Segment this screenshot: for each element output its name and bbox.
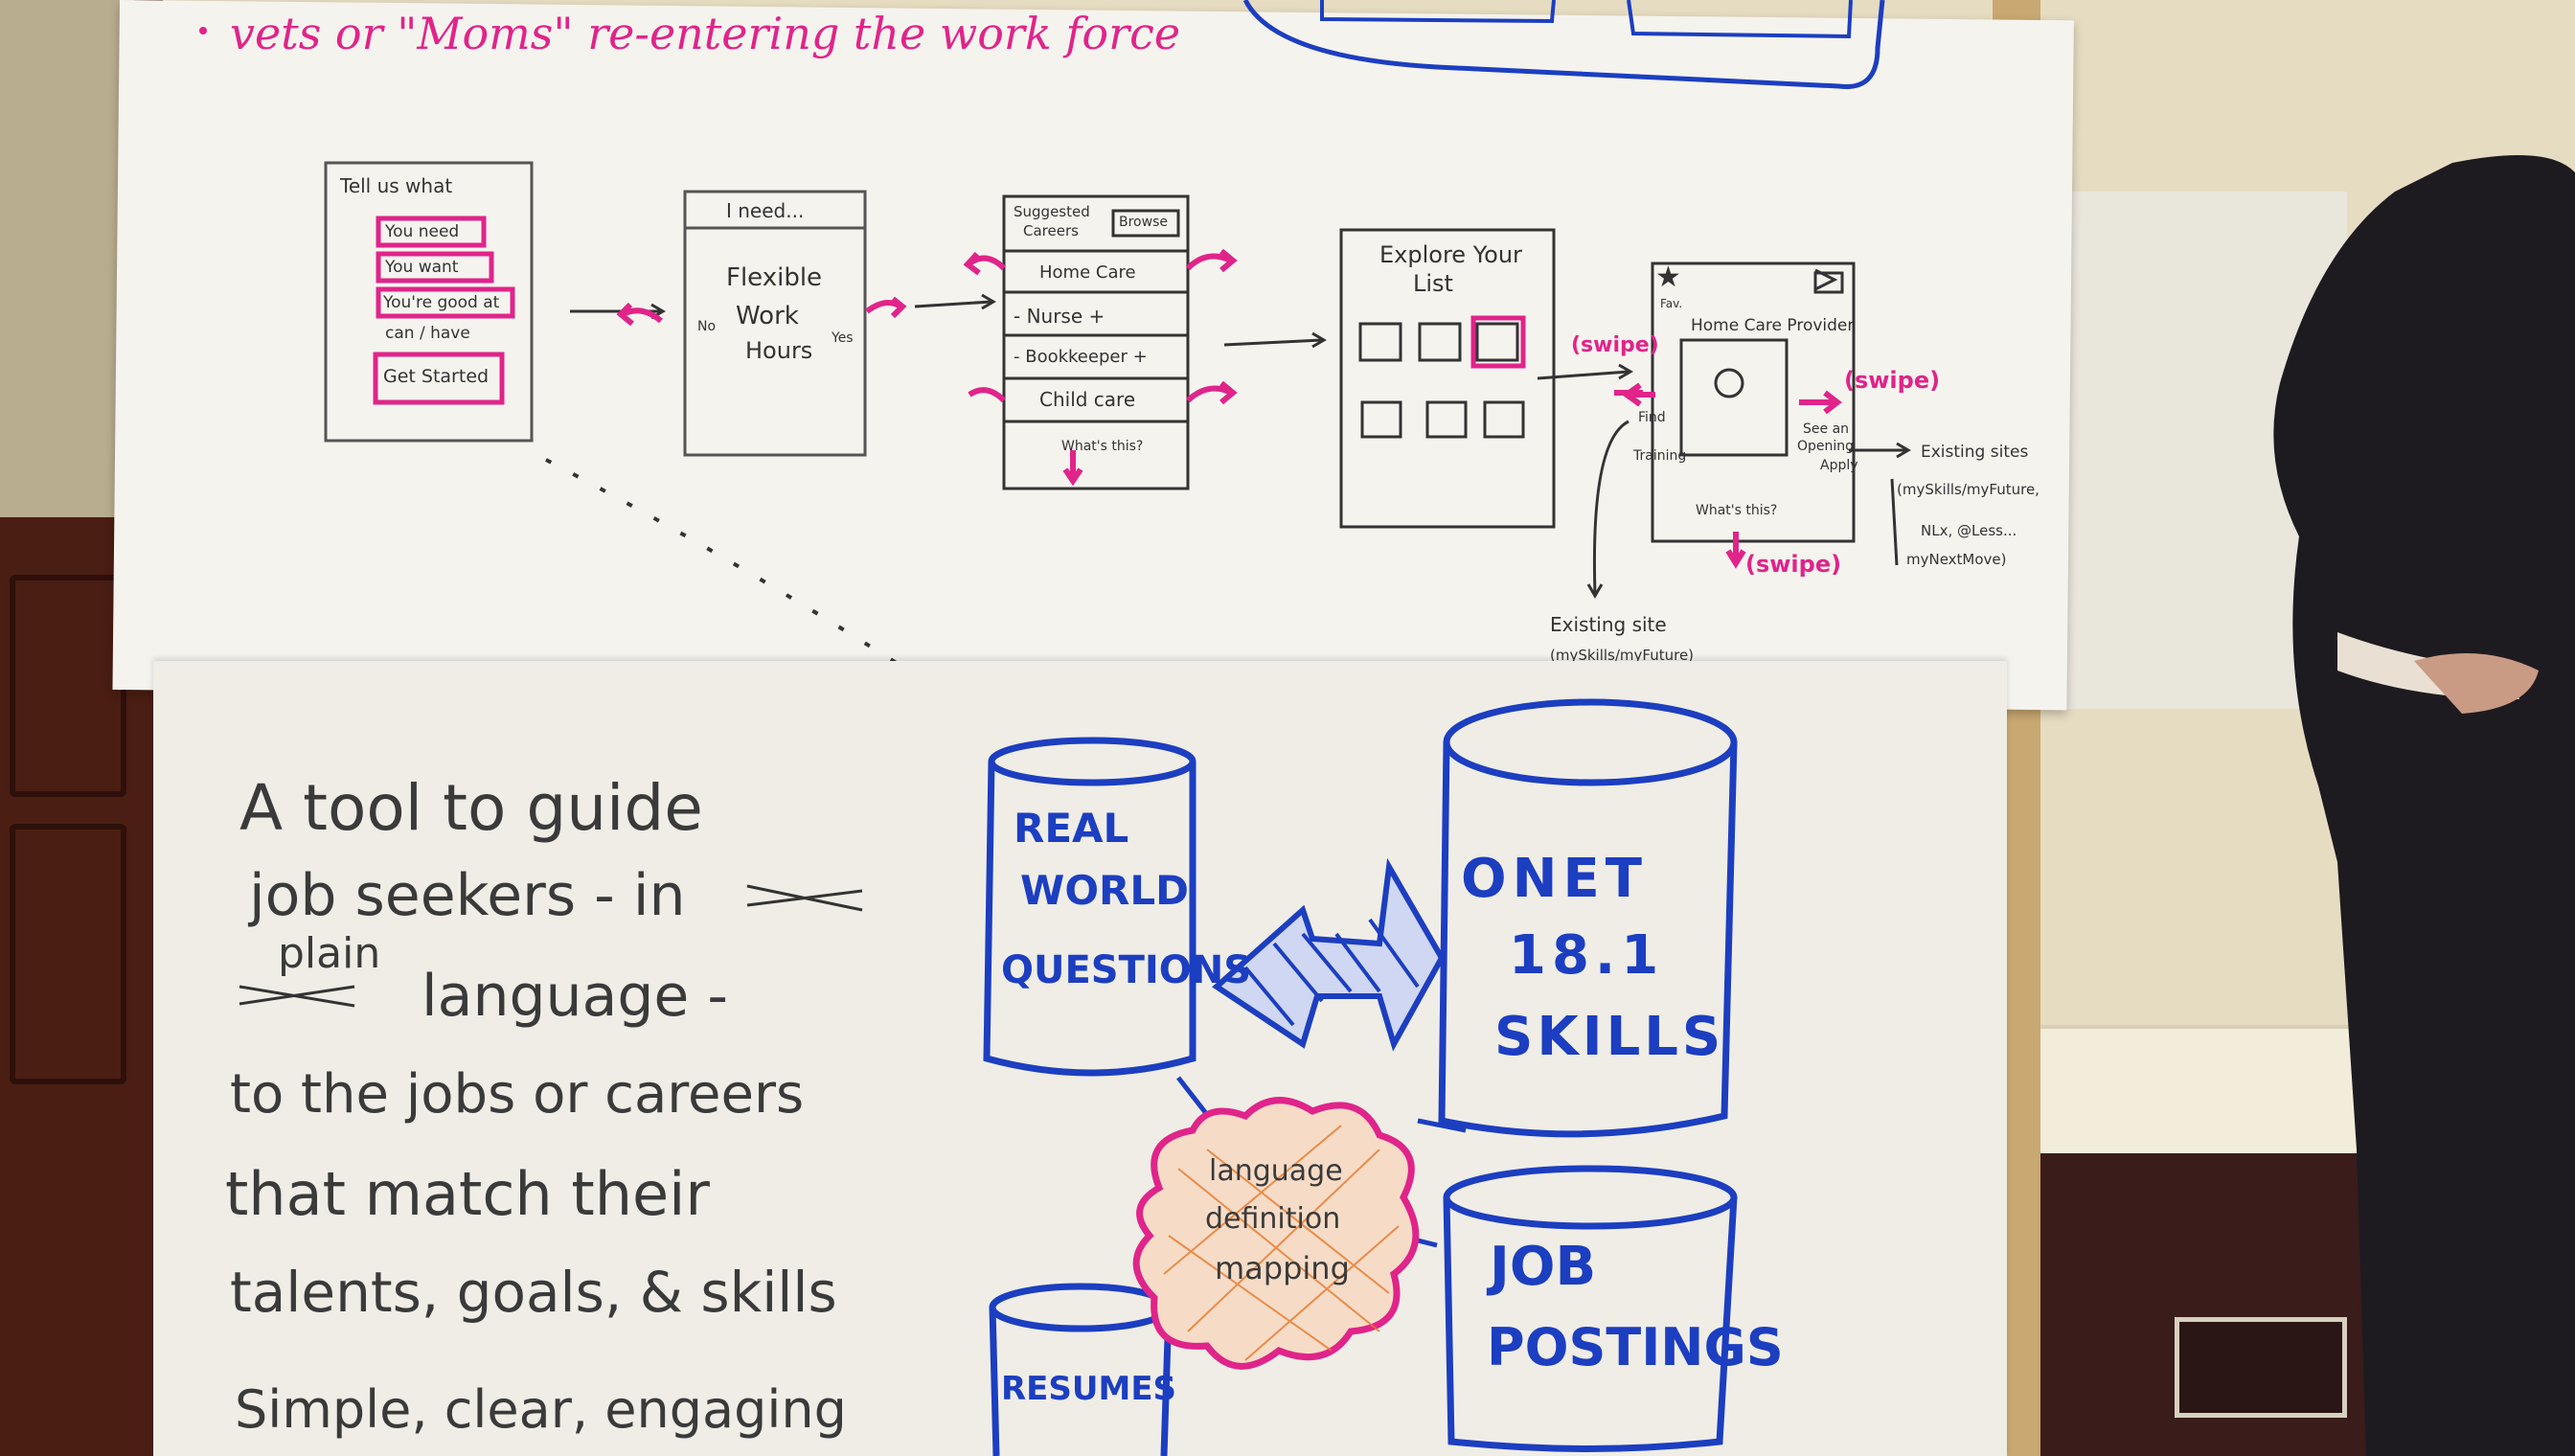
description-line-4: to the jobs or careers: [230, 1063, 805, 1126]
floor-vent: [2175, 1317, 2347, 1418]
description-line-2: job seekers - in: [249, 862, 686, 929]
screen5-title: Home Care Provider: [1691, 316, 1855, 335]
db-job-postings-1: JOB: [1490, 1236, 1597, 1298]
mapping-label-2: definition: [1205, 1202, 1341, 1236]
swipe-label-bottom: (swipe): [1745, 551, 1842, 578]
description-line-plain: plain: [278, 929, 381, 978]
description-line-3: language -: [422, 963, 729, 1030]
screen5-left-2: Training: [1633, 448, 1687, 464]
swipe-label-right: (swipe): [1844, 367, 1941, 394]
db-onet-1: ONET: [1461, 848, 1648, 910]
existing-site-note-1: Existing site: [1550, 613, 1667, 636]
door-inset-bottom: [10, 824, 126, 1084]
existing-sites-note-3: NLx, @Less...: [1921, 522, 2017, 539]
screen4-title-1: Explore Your: [1379, 241, 1522, 268]
screen2-body-2: Work: [736, 302, 799, 330]
screen3-row-home-care: Home Care: [1039, 262, 1136, 283]
db-job-postings-2: POSTINGS: [1487, 1317, 1784, 1377]
description-line-5: that match their: [225, 1159, 710, 1229]
screen5-fav-label: Fav.: [1660, 297, 1683, 310]
screen2-body-3: Hours: [745, 337, 813, 364]
db-real-world-1: REAL: [1014, 805, 1129, 852]
screen2-yes-label: Yes: [832, 330, 854, 346]
swipe-label-left: (swipe): [1571, 333, 1659, 357]
description-line-1: A tool to guide: [239, 771, 703, 845]
screen5-left-1: Find: [1638, 410, 1666, 425]
description-line-6: talents, goals, & skills: [230, 1260, 837, 1325]
screen5-star-icon: ★: [1655, 261, 1681, 294]
existing-sites-note-1: Existing sites: [1921, 443, 2029, 462]
screen1-item-need: You need: [385, 222, 460, 241]
existing-sites-note-2: (mySkills/myFuture,: [1897, 481, 2039, 498]
mapping-label-1: language: [1209, 1154, 1343, 1188]
db-real-world-3: QUESTIONS: [1001, 948, 1252, 992]
screen5-right-1: See an: [1803, 421, 1850, 437]
db-real-world-2: WORLD: [1020, 867, 1189, 914]
screen1-item-good-at: You're good at: [383, 293, 500, 312]
screen3-browse-tag: Browse: [1119, 215, 1168, 230]
screen3-row-nurse: - Nurse +: [1014, 305, 1105, 328]
mapping-label-3: mapping: [1215, 1250, 1350, 1286]
screen3-footer: What's this?: [1061, 439, 1144, 454]
screen5-footer: What's this?: [1696, 503, 1778, 518]
db-resumes: RESUMES: [1001, 1370, 1177, 1408]
screen3-row-child-care: Child care: [1039, 388, 1136, 411]
screen5-right-3: Apply: [1820, 458, 1858, 473]
screen3-title-2: Careers: [1023, 222, 1079, 239]
screen4-title-2: List: [1413, 270, 1453, 297]
db-onet-3: SKILLS: [1494, 1006, 1725, 1068]
existing-site-note-2: (mySkills/myFuture): [1550, 647, 1695, 664]
description-line-7: Simple, clear, engaging: [235, 1379, 847, 1440]
screen2-no-label: No: [697, 319, 717, 334]
screen3-title-1: Suggested: [1014, 203, 1090, 220]
bottom-flipchart-sheet: [153, 661, 2007, 1456]
screen1-get-started-button: Get Started: [383, 366, 490, 387]
screen2-body-1: Flexible: [726, 263, 823, 292]
screen3-row-bookkeeper: - Bookkeeper +: [1014, 347, 1148, 367]
screen1-title: Tell us what: [340, 174, 453, 197]
screen5-right-2: Opening: [1797, 439, 1855, 454]
screen2-title: I need...: [726, 199, 805, 222]
screen1-item-want: You want: [385, 258, 459, 277]
screen1-item-can-have: can / have: [385, 324, 470, 343]
existing-sites-note-4: myNextMove): [1906, 551, 2007, 568]
db-onet-2: 18.1: [1509, 924, 1665, 987]
heading-text: vets or "Moms" re-entering the work forc…: [230, 8, 1181, 59]
sticky-note-board: [0, 0, 134, 517]
